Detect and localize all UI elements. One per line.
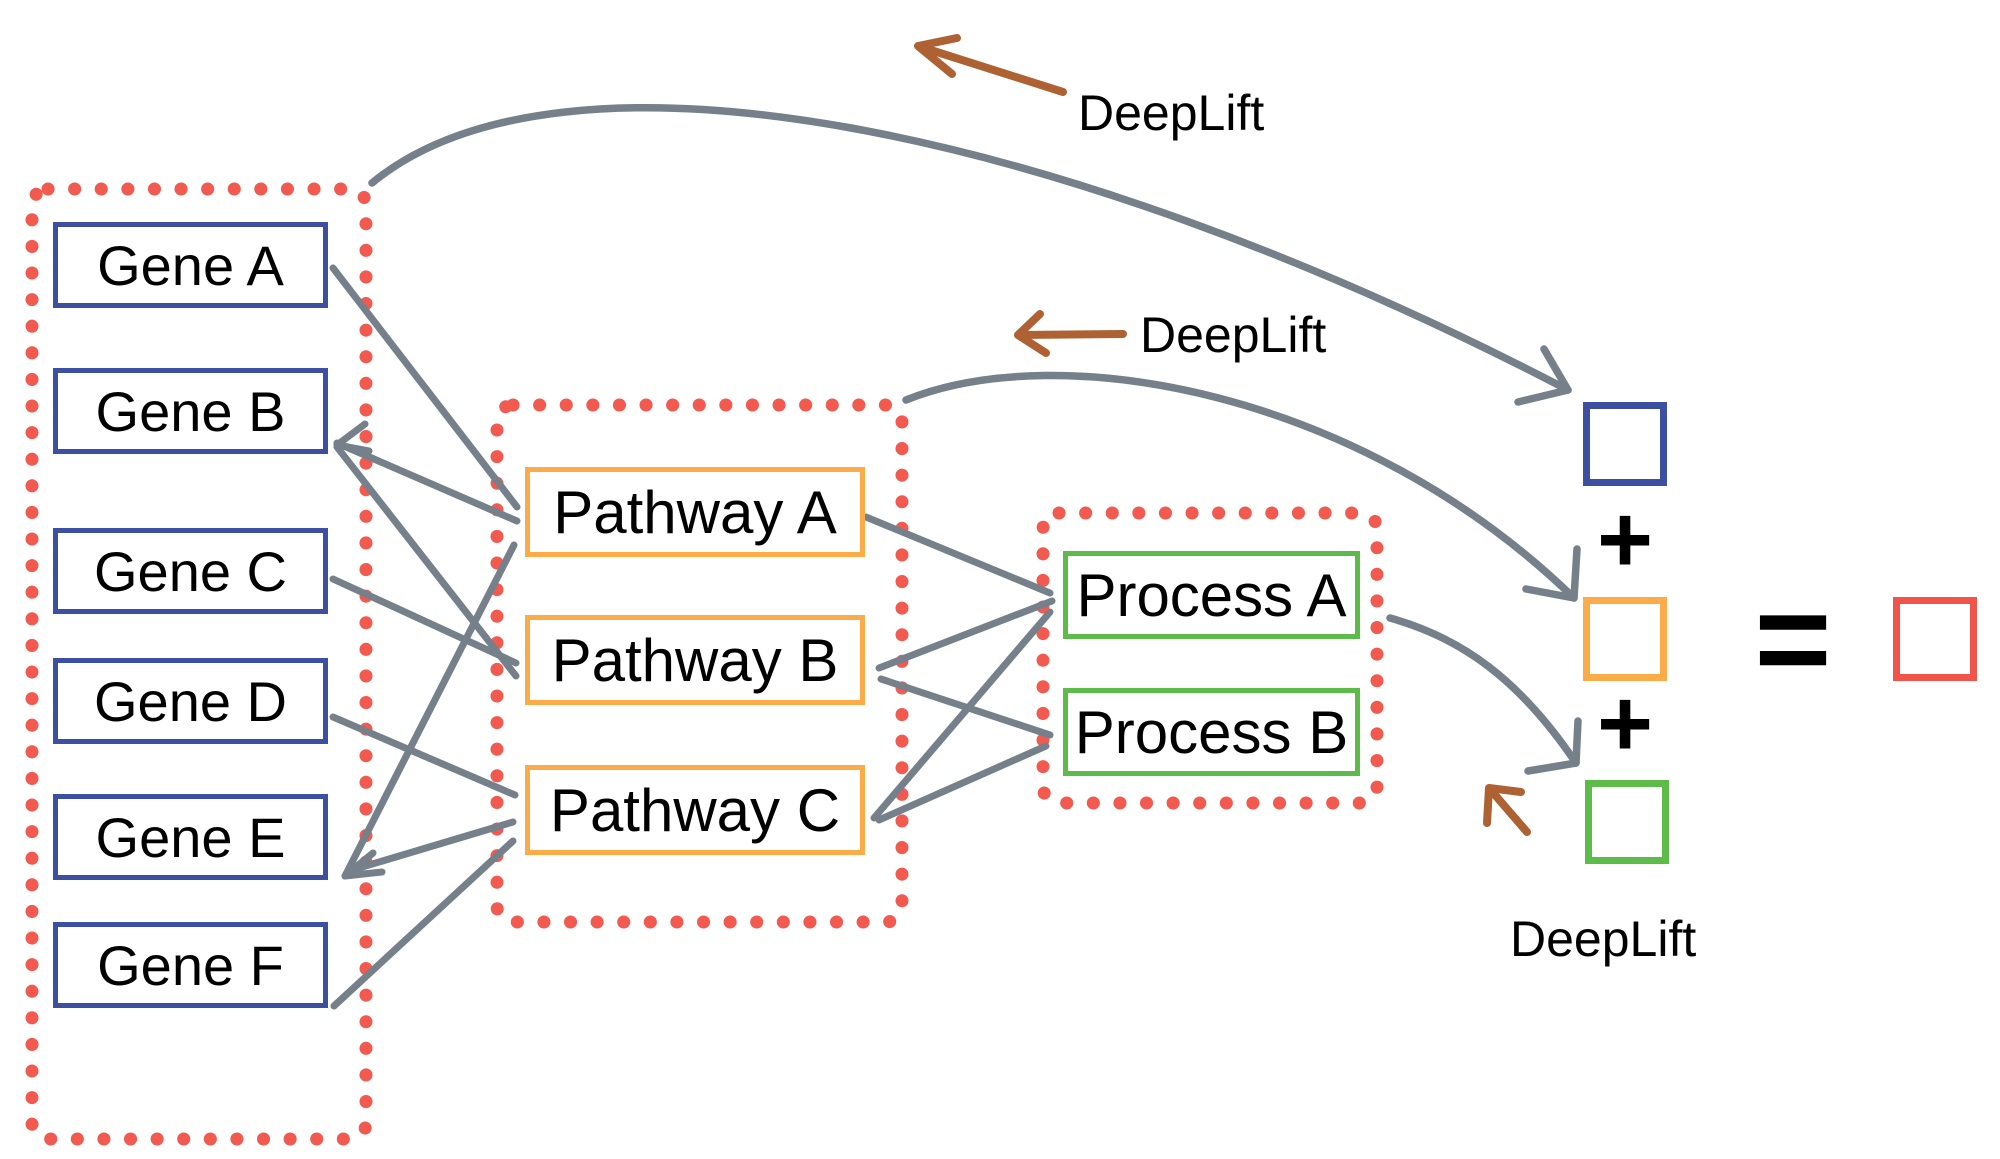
gene-a-box: Gene A: [53, 222, 328, 308]
pathway-c-box: Pathway C: [525, 765, 865, 855]
edge-pathwayC-processA: [870, 608, 1054, 822]
attribution-arcs: [368, 104, 1582, 775]
pathway-level-square: [1583, 597, 1667, 681]
arc-processes-to-green-square: [1386, 614, 1580, 767]
edge-pathwayB-processA: [875, 597, 1056, 672]
edge-geneD-pathwayC: [329, 713, 519, 799]
plus-operator-1: +: [1596, 486, 1654, 593]
arrowhead-at-geneB: [333, 420, 373, 455]
pathway-b-box: Pathway B: [525, 615, 865, 705]
edge-geneF-pathwayC: [330, 837, 517, 1010]
arc-genes-to-blue-square: [368, 104, 1572, 394]
pathway-a-box: Pathway A: [525, 467, 865, 557]
process-a-box: Process A: [1063, 551, 1360, 639]
gene-b-box: Gene B: [53, 368, 328, 454]
arc-pathways-to-orange-square: [902, 371, 1578, 602]
arrowhead-at-geneE: [341, 849, 386, 880]
gene-d-box: Gene D: [53, 658, 328, 744]
deeplift-arrows: [914, 34, 1531, 836]
equals-operator: =: [1754, 564, 1832, 712]
deeplift-label-bottom: DeepLift: [1510, 911, 1697, 967]
deeplift-label-middle: DeepLift: [1140, 307, 1327, 363]
arc-arrowhead-orange: [1522, 545, 1581, 602]
edge-pathwayA-processA: [862, 513, 1054, 597]
process-level-square: [1585, 780, 1669, 864]
arc-arrowhead-green: [1524, 717, 1582, 775]
edge-pathwayC-processB: [875, 742, 1050, 824]
pathway-layer-dotted-box: [490, 398, 909, 929]
plus-operator-2: +: [1596, 670, 1654, 777]
gene-f-box: Gene F: [53, 922, 328, 1008]
edge-geneB-pathwayA: [333, 439, 521, 525]
gene-e-box: Gene E: [53, 794, 328, 880]
deeplift-arrow-top-icon: [914, 34, 1067, 96]
arc-arrowhead-blue: [1514, 345, 1572, 406]
process-layer-dotted-box: [1036, 506, 1384, 810]
edge-geneB-pathwayB: [333, 443, 520, 680]
deeplift-label-top: DeepLift: [1078, 85, 1265, 141]
pathway-process-edges: [862, 513, 1056, 824]
process-b-box: Process B: [1063, 688, 1360, 776]
deeplift-arrow-middle-icon: [1014, 310, 1127, 357]
deeplift-arrow-bottom-icon: [1483, 784, 1531, 836]
edge-geneE-pathwayA: [341, 541, 518, 880]
gene-level-square: [1583, 402, 1667, 486]
gene-pathway-edges: [329, 264, 521, 1010]
edge-geneC-pathwayB: [329, 575, 520, 667]
gene-c-box: Gene C: [53, 528, 328, 614]
total-attribution-square: [1893, 597, 1977, 681]
dotted-group-boxes: [25, 182, 1384, 1146]
edge-geneA-pathwayA: [329, 264, 521, 511]
edge-geneE-pathwayC: [345, 818, 517, 875]
